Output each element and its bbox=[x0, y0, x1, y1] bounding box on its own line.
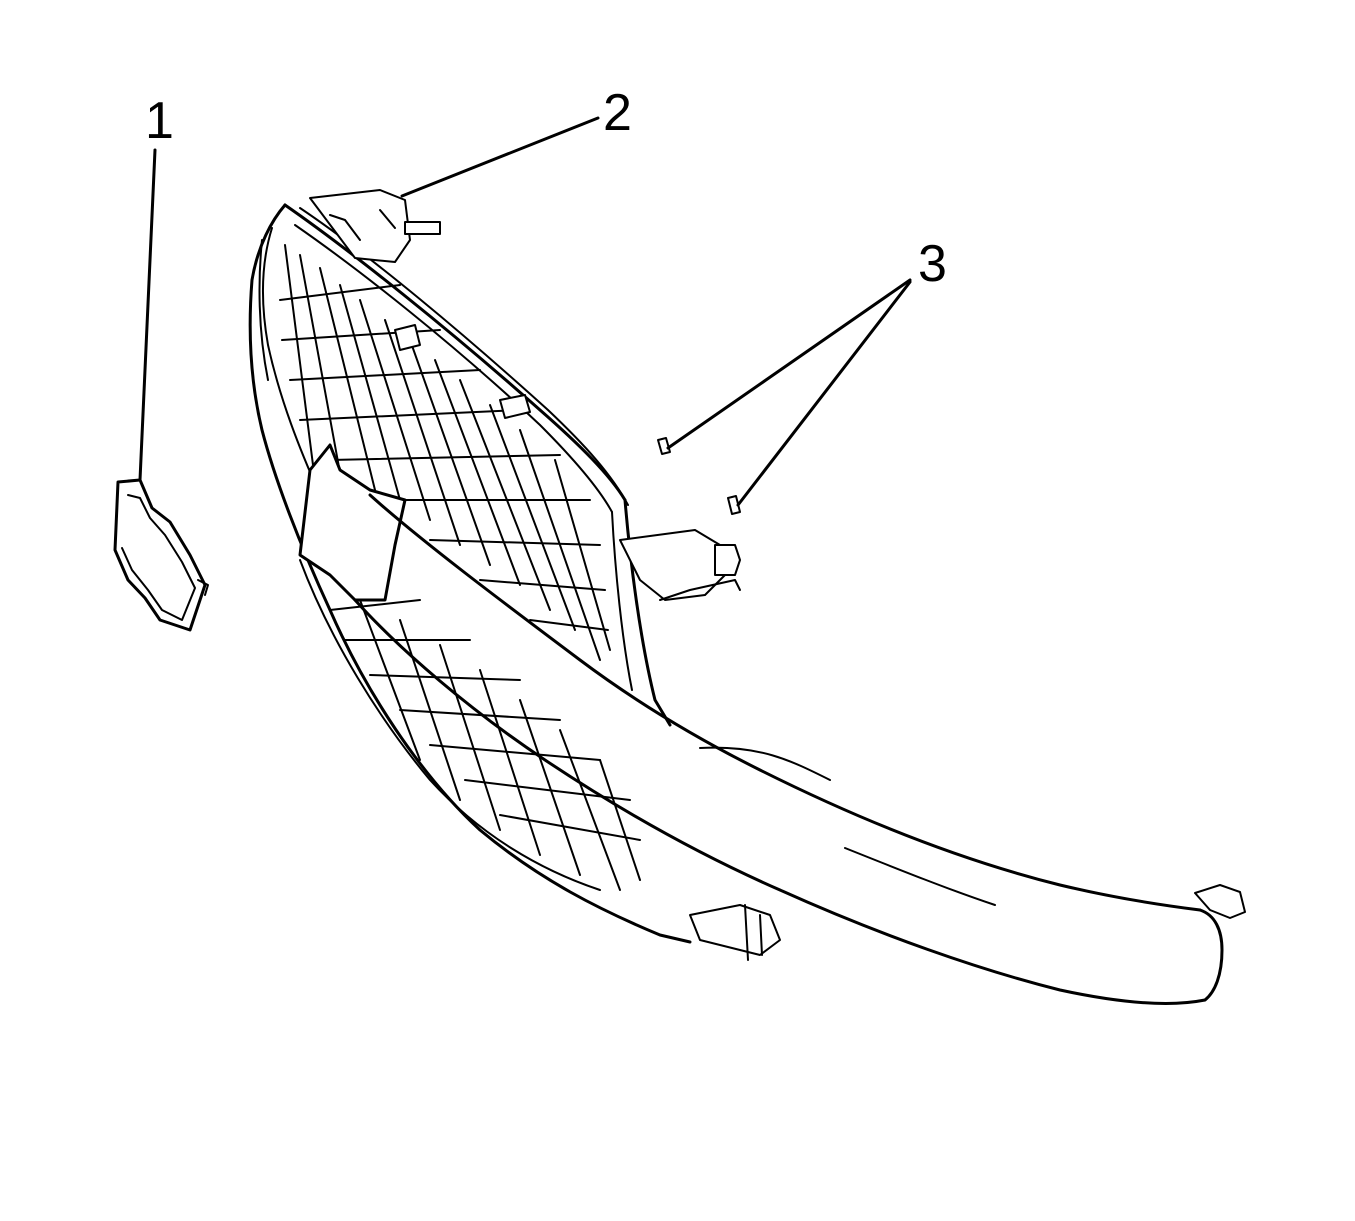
crossbar-highlight-2 bbox=[844, 847, 996, 906]
crossbar-highlight bbox=[699, 746, 831, 781]
grille-top-rail-inner bbox=[294, 224, 613, 513]
emblem-outline bbox=[113, 478, 207, 632]
leader-line-3b bbox=[736, 280, 912, 507]
grille-left-inner-edge-2 bbox=[258, 239, 269, 381]
grille-crossbar-bottom bbox=[353, 598, 1207, 1005]
emblem-recess bbox=[298, 443, 407, 602]
right-mount-foot bbox=[659, 579, 741, 601]
top-mount-tab bbox=[309, 189, 411, 263]
leader-line-2 bbox=[400, 116, 600, 198]
grille-right-upright bbox=[623, 498, 672, 727]
grille-right-upright-inner bbox=[611, 511, 633, 691]
emblem-inner bbox=[121, 494, 196, 621]
leader-line-1 bbox=[138, 148, 157, 482]
mid-tab-2 bbox=[499, 394, 531, 419]
retainer-clip-2 bbox=[727, 495, 741, 515]
leader-line-3a bbox=[666, 278, 912, 450]
right-end-clip bbox=[1194, 884, 1246, 919]
mid-tab-1 bbox=[394, 324, 421, 351]
retainer-clip-1 bbox=[657, 437, 671, 455]
leader-lines bbox=[138, 116, 912, 507]
right-mount-pin bbox=[714, 544, 741, 576]
grille-outer-frame bbox=[248, 203, 692, 944]
lower-right-bracket-clip bbox=[744, 904, 763, 961]
emblem-part bbox=[113, 478, 209, 632]
callout-3: 3 bbox=[918, 235, 947, 293]
callout-2: 2 bbox=[603, 84, 632, 142]
grille-top-rail-outer bbox=[283, 203, 627, 502]
grille-crossbar-top bbox=[368, 493, 1202, 912]
upper-mesh bbox=[279, 244, 611, 661]
top-mount-pin bbox=[404, 221, 441, 235]
grille-assembly bbox=[248, 189, 1246, 1005]
retainer-clips bbox=[657, 437, 741, 515]
grille-crossbar-end bbox=[1198, 908, 1224, 1002]
emblem-tab bbox=[197, 579, 209, 596]
lower-frame-edge bbox=[299, 559, 601, 891]
callout-1: 1 bbox=[145, 92, 174, 150]
lower-right-bracket bbox=[689, 904, 781, 956]
grille-left-inner-edge bbox=[262, 227, 321, 496]
callouts: 1 2 3 bbox=[145, 84, 947, 293]
lower-mesh bbox=[329, 599, 641, 891]
top-mount-tab-detail bbox=[329, 209, 396, 241]
